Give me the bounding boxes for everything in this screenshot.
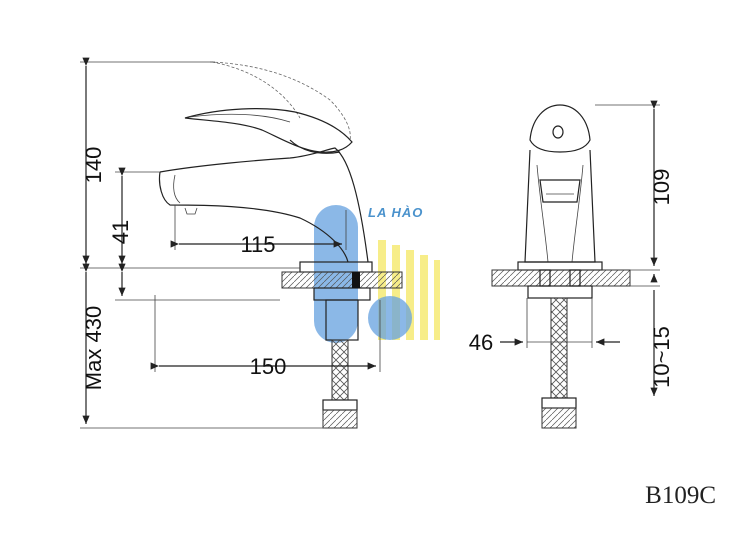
dim-46-label: 46 <box>469 330 493 355</box>
front-view-dimensions: 109 10~15 46 <box>469 100 674 396</box>
side-view-dimensions: 140 41 Max 430 115 150 <box>80 57 381 429</box>
dim-109-label: 109 <box>649 169 674 206</box>
dim-10-15-label: 10~15 <box>649 326 674 388</box>
dim-140-label: 140 <box>81 147 106 184</box>
dim-41-label: 41 <box>108 220 133 244</box>
dim-115-label: 115 <box>240 232 275 257</box>
watermark-brand-text: LA HÀO <box>368 205 423 220</box>
side-view-faucet <box>158 61 403 429</box>
front-view-faucet <box>491 104 631 429</box>
dim-max-430-label: Max 430 <box>81 306 106 390</box>
dim-150-label: 150 <box>250 354 287 379</box>
model-label: B109C <box>645 482 716 509</box>
